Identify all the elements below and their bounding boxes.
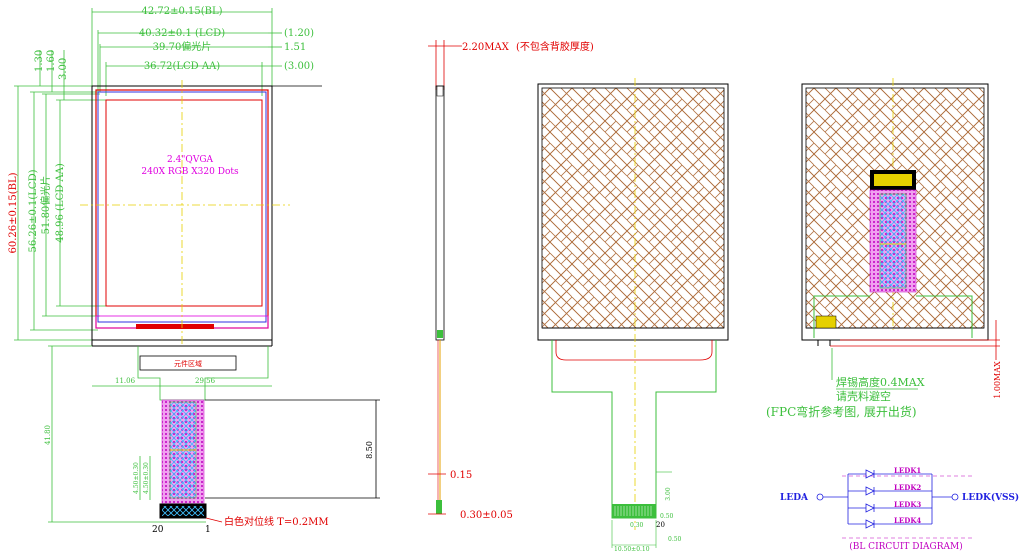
pad-offset-a: 4.50±0.30 xyxy=(133,462,140,494)
finger-width: 0.50 xyxy=(668,536,682,543)
lcd-height-label: 56.26±0.1(LCD) xyxy=(28,169,39,252)
polarizer-outline xyxy=(97,91,267,323)
solder-note: 焊锡高度0.4MAX xyxy=(836,375,925,389)
rear-frame xyxy=(537,83,729,341)
led-row: LEDK2 xyxy=(848,483,932,496)
right-offset-1: (1.20) xyxy=(284,28,314,39)
circuit-title: (BL CIRCUIT DIAGRAM) xyxy=(849,541,963,552)
stiffener-thickness: 0.30±0.05 xyxy=(460,510,513,521)
led-diode-icon xyxy=(865,486,875,496)
led-diode-icon xyxy=(865,503,875,513)
finger-total: 10.50±0.10 xyxy=(614,546,650,553)
clearance-note: 请壳料避空 xyxy=(836,389,891,403)
led-row: LEDK4 xyxy=(848,516,932,529)
lcd-width-label: 40.32±0.1 (LCD) xyxy=(139,28,225,39)
lcd-aa-width-label: 36.72(LCD AA) xyxy=(144,61,220,72)
finger-count: 20 xyxy=(656,521,665,529)
circuit-anode: LEDA xyxy=(780,493,809,503)
solder-pad xyxy=(815,315,837,329)
thickness-note: (不包含背胶厚度) xyxy=(516,40,594,53)
ic-pad xyxy=(136,324,214,329)
bl-width-label: 42.72±0.15(BL) xyxy=(141,6,222,17)
top-offset-3: 3.00 xyxy=(58,58,69,80)
back-side-dim: 1.00MAX xyxy=(993,361,1002,399)
tail-edge: 0.50 xyxy=(660,513,674,520)
fpc-length: 41.80 xyxy=(44,425,52,445)
rear-hatch xyxy=(541,87,725,329)
fpc-segment: 8.50 xyxy=(365,441,374,459)
rear-view: 0.30 20 0.50 10.50±0.10 3.00 0.50 xyxy=(537,78,729,553)
active-area-outline xyxy=(105,99,263,307)
pin-first: 20 xyxy=(152,525,164,535)
screen-label-resolution: 240X RGB X320 Dots xyxy=(141,167,239,177)
pad-offset-b: 4.50±0.30 xyxy=(143,462,150,494)
finger-pitch: 0.30 xyxy=(630,522,644,529)
led-label: LEDK1 xyxy=(894,466,921,475)
led-label: LEDK2 xyxy=(894,483,921,492)
back-view: 1.00MAX 焊锡高度0.4MAX 请壳料避空 (FPC弯折参考图, 展开出货… xyxy=(766,78,1002,419)
lcd-aa-height-label: 48.96 (LCD AA) xyxy=(55,163,66,243)
top-offset-2: 1.60 xyxy=(46,50,57,72)
rear-fpc xyxy=(551,340,717,519)
component-area xyxy=(139,355,237,371)
front-view: 42.72±0.15(BL) 40.32±0.1 (LCD) 39.70偏光片 … xyxy=(8,6,380,535)
led-label: LEDK3 xyxy=(894,500,921,509)
fpc-width: 29.56 xyxy=(195,377,216,385)
pin-last: 1 xyxy=(205,525,211,535)
fpc-thickness: 0.15 xyxy=(450,470,472,481)
led-row: LEDK3 xyxy=(848,500,932,513)
side-view: 2.20MAX (不包含背胶厚度) 0.15 0.30±0.05 xyxy=(428,40,594,521)
led-diode-icon xyxy=(865,519,875,529)
led-diode-icon xyxy=(865,469,875,479)
bl-height-label: 60.26±0.15(BL) xyxy=(8,172,19,253)
tail-height: 3.00 xyxy=(665,487,672,501)
side-module xyxy=(435,85,445,341)
polarizer-height-label: 51.80偏光片 xyxy=(39,176,52,235)
right-offset-3: (3.00) xyxy=(284,61,314,72)
top-offset-1: 1.30 xyxy=(34,50,45,72)
screen-label-size: 2.4"QVGA xyxy=(167,155,214,165)
circuit-cathode: LEDK(VSS) xyxy=(962,492,1019,503)
component-area-label: 元件区域 xyxy=(174,359,202,368)
right-offset-2: 1.51 xyxy=(284,42,306,53)
white-mark-label: 白色对位线 T=0.2MM xyxy=(224,515,329,528)
polarizer-width-label: 39.70偏光片 xyxy=(153,40,212,53)
thickness-max: 2.20MAX xyxy=(462,42,510,53)
rear-gold-fingers xyxy=(612,504,656,518)
led-label: LEDK4 xyxy=(894,516,921,525)
fpc-left-offset: 11.06 xyxy=(115,377,136,385)
led-row: LEDK1 xyxy=(848,466,932,479)
fpc-note: (FPC弯折参考图, 展开出货) xyxy=(766,404,917,419)
fpc-outline xyxy=(137,346,269,401)
